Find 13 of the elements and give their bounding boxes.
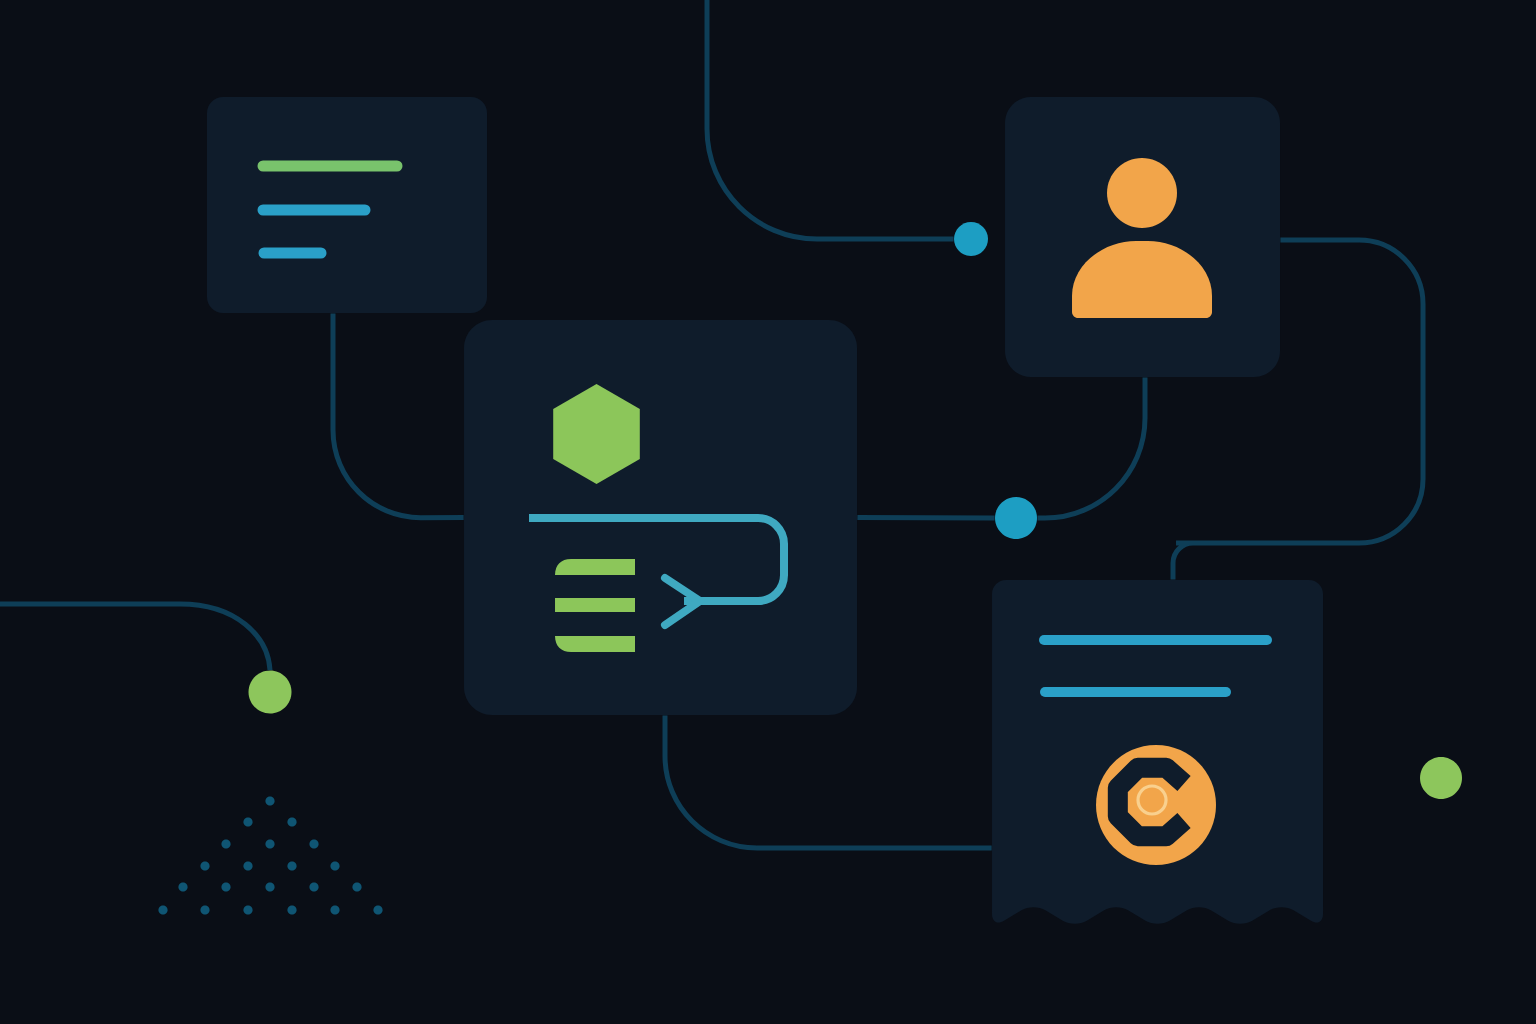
card — [464, 320, 857, 715]
connector-line — [704, 0, 954, 242]
connector-line — [330, 313, 464, 521]
connector-line — [662, 715, 992, 851]
connector-line — [857, 515, 995, 521]
connector-line — [0, 601, 273, 671]
dot — [248, 670, 292, 714]
dot — [995, 497, 1037, 539]
connector-line — [1037, 377, 1148, 521]
dot — [1420, 757, 1462, 799]
connector-line — [1170, 237, 1426, 580]
card — [207, 97, 487, 313]
dot — [954, 222, 988, 256]
